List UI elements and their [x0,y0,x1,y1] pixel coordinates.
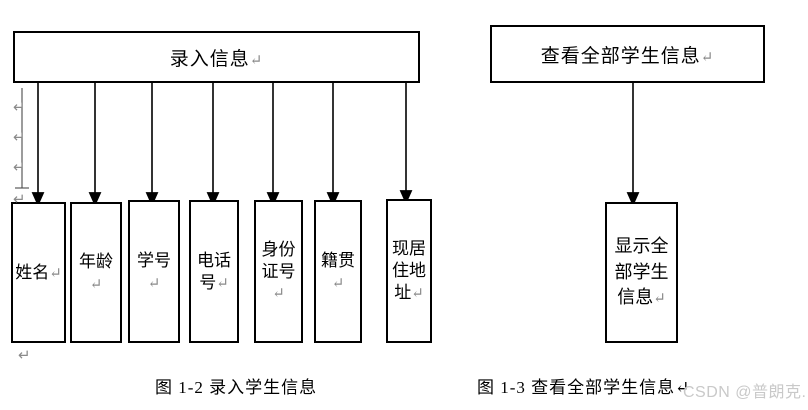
node-root-left[interactable]: 录入信息↵ [13,31,420,83]
csdn-watermark: CSDN @普朗克. [683,384,807,401]
return-glyph: ↵ [653,291,666,308]
node-phone-label: 电话号↵ [197,250,231,292]
node-name-label: 姓名↵ [15,262,62,282]
node-show-all-students[interactable]: 显示全部学生信息↵ [605,202,678,343]
node-root-right[interactable]: 查看全部学生信息↵ [490,25,765,83]
return-mark-1: ↵ [13,98,26,116]
return-glyph: ↵ [49,265,62,282]
node-age-label: 年龄↵ [79,251,113,293]
return-mark-2: ↵ [13,128,26,146]
return-mark-3: ↵ [13,158,26,176]
return-mark-5: ↵ [18,346,31,364]
node-name[interactable]: 姓名↵ [11,202,66,343]
return-glyph: ↵ [249,52,264,69]
return-mark-4: ↵ [13,190,26,208]
node-id-card[interactable]: 身份证号↵ [254,200,303,343]
return-glyph: ↵ [147,275,161,292]
node-age[interactable]: 年龄↵ [70,202,122,343]
node-student-id-label: 学号↵ [137,250,171,292]
node-root-right-label: 查看全部学生信息↵ [540,45,715,67]
node-root-left-label: 录入信息↵ [169,48,264,70]
node-hometown[interactable]: 籍贯↵ [314,200,362,343]
caption-figure-1-2: 图 1-2 录入学生信息 [155,378,318,397]
caption-figure-1-3: 图 1-3 查看全部学生信息↵ [477,378,691,397]
node-hometown-label: 籍贯↵ [321,250,355,292]
node-address-label: 现居住地址↵ [392,239,426,302]
node-show-all-students-label: 显示全部学生信息↵ [614,236,669,308]
return-glyph: ↵ [272,286,285,303]
node-phone[interactable]: 电话号↵ [189,200,239,343]
node-id-card-label: 身份证号↵ [261,239,296,303]
return-glyph: ↵ [411,285,424,302]
node-address[interactable]: 现居住地址↵ [386,199,432,343]
return-glyph: ↵ [700,49,715,66]
return-glyph: ↵ [89,276,103,293]
return-glyph: ↵ [331,275,345,292]
return-glyph: ↵ [216,275,229,292]
node-student-id[interactable]: 学号↵ [128,200,180,343]
